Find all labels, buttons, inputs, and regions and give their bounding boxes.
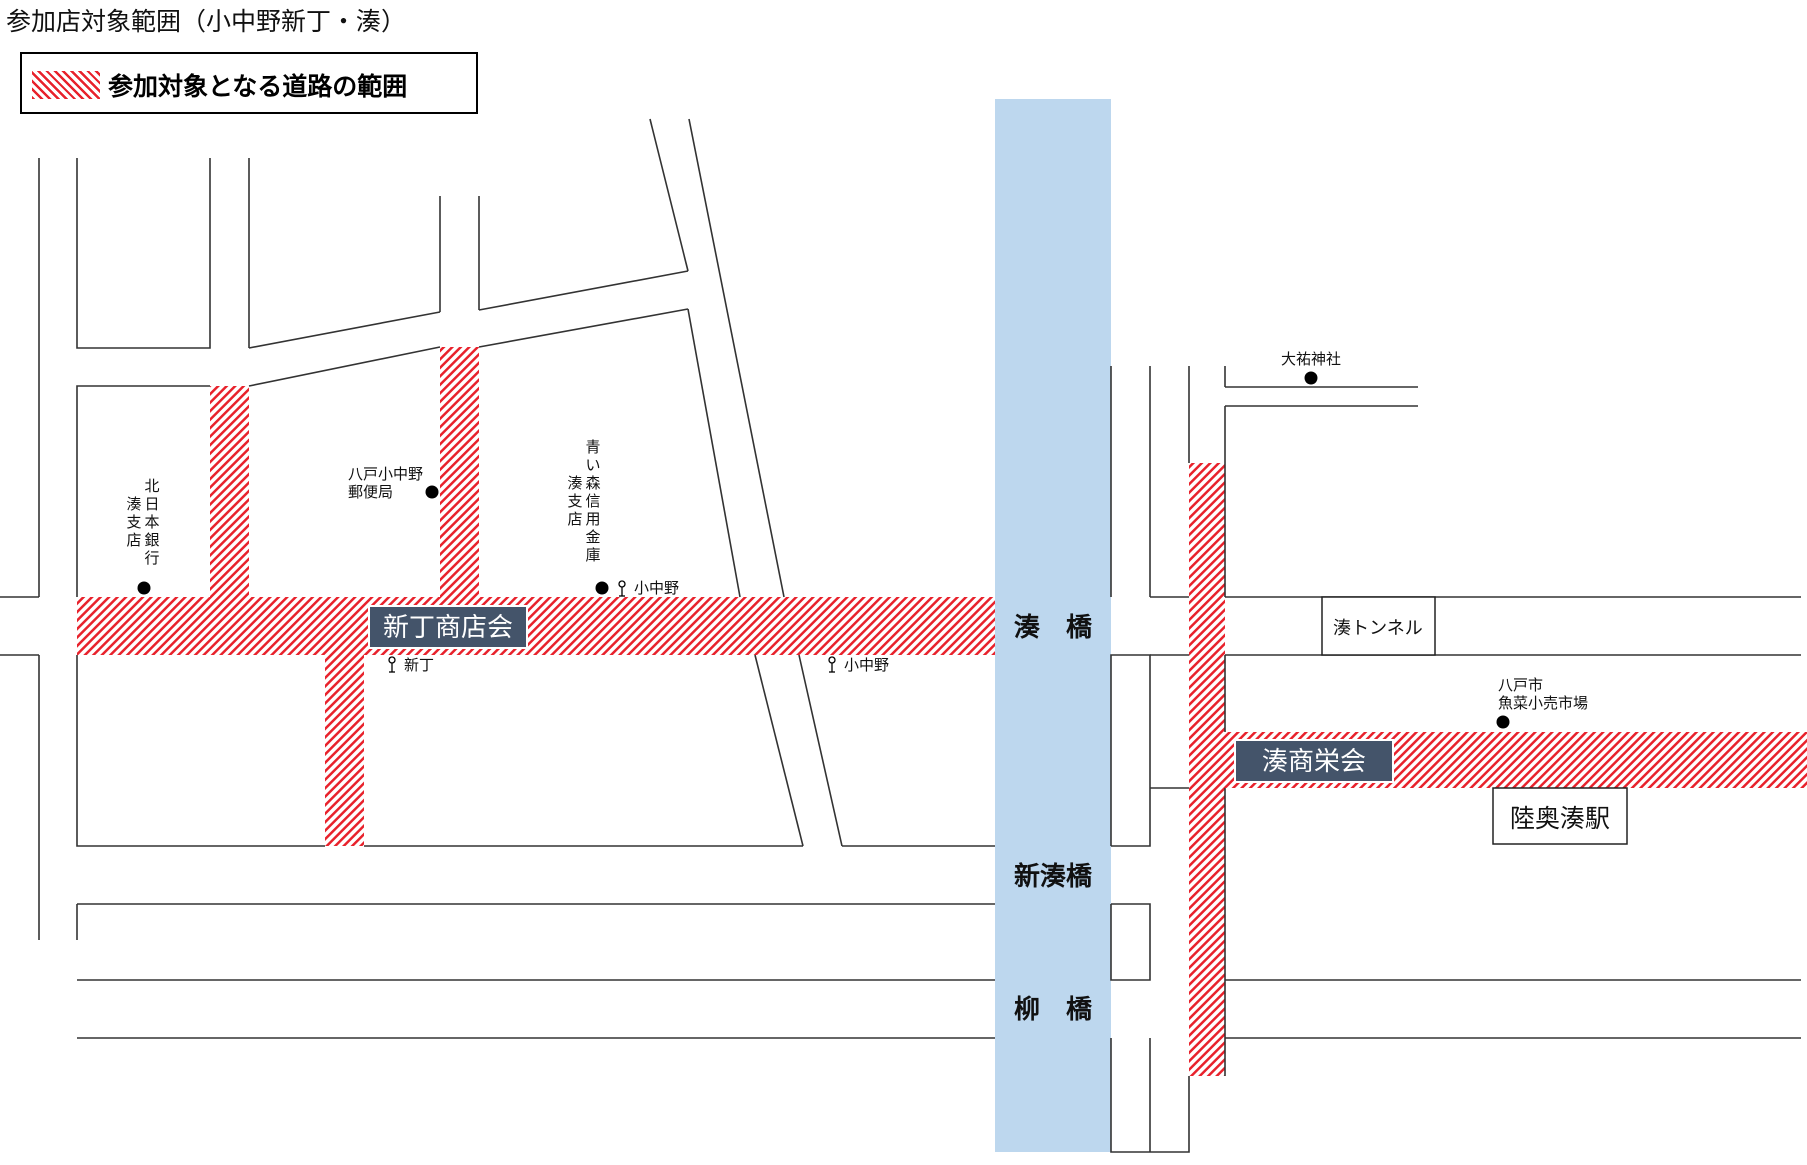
svg-text:湊商栄会: 湊商栄会: [1262, 747, 1366, 777]
target-road-ranges: [77, 347, 1807, 1076]
page-title: 参加店対象範囲（小中野新丁・湊）: [6, 7, 407, 36]
target-road-north-center: [440, 347, 479, 597]
post-office-label-1: 八戸小中野: [348, 465, 423, 483]
bridge-minato: 湊 橋: [1014, 613, 1093, 643]
river: [995, 99, 1111, 1152]
bridge-yanagi: 柳 橋: [1014, 995, 1093, 1025]
tunnel-box: 湊トンネル: [1321, 596, 1436, 656]
kita-nippon-bank-dot: [137, 581, 151, 595]
svg-text:陸奥湊駅: 陸奥湊駅: [1510, 804, 1610, 833]
svg-text:行: 行: [144, 549, 159, 567]
svg-text:小中野: 小中野: [634, 579, 679, 597]
svg-text:湊トンネル: 湊トンネル: [1333, 618, 1423, 639]
fish-market-label-1: 八戸市: [1498, 676, 1543, 694]
aomori-shinkin-dot: [595, 581, 609, 595]
svg-text:支: 支: [126, 513, 141, 531]
svg-text:店: 店: [126, 531, 141, 549]
svg-text:森: 森: [585, 474, 600, 492]
svg-text:庫: 庫: [585, 546, 600, 564]
minato-association-badge: 湊商栄会: [1234, 739, 1394, 783]
target-road-shinmachi-main: [77, 597, 995, 655]
bus-stop-icon: [388, 656, 396, 664]
bus-stop-icon: [828, 656, 836, 664]
svg-text:信: 信: [585, 492, 600, 510]
svg-text:湊: 湊: [126, 495, 141, 513]
svg-text:金: 金: [585, 528, 600, 546]
post-office-dot: [425, 485, 439, 499]
svg-text:本: 本: [144, 513, 159, 531]
bus-stop-konakano-1: 小中野: [618, 579, 679, 597]
legend-label: 参加対象となる道路の範囲: [108, 72, 408, 101]
taiyu-shrine-dot: [1304, 371, 1318, 385]
road-network: [0, 118, 1801, 1153]
bridge-shin-minato: 新湊橋: [1014, 861, 1093, 892]
bus-stop-konakano-2: 小中野: [828, 656, 889, 674]
legend-hatch-swatch: [32, 71, 100, 99]
svg-text:日: 日: [144, 495, 159, 513]
svg-text:店: 店: [567, 510, 582, 528]
svg-text:湊: 湊: [567, 474, 582, 492]
shinmachi-association-badge: 新丁商店会: [368, 605, 528, 649]
svg-text:銀: 銀: [144, 531, 159, 549]
svg-text:支: 支: [567, 492, 582, 510]
target-road-south: [325, 655, 364, 846]
post-office-label-2: 郵便局: [348, 483, 393, 501]
fish-market-dot: [1496, 715, 1510, 729]
svg-text:用: 用: [585, 510, 600, 528]
station-box: 陸奥湊駅: [1492, 787, 1628, 845]
target-road-north-west: [210, 386, 249, 597]
legend: 参加対象となる道路の範囲: [20, 52, 478, 114]
bus-stop-icon: [618, 580, 626, 588]
svg-text:北: 北: [144, 477, 159, 495]
taiyu-shrine-label: 大祐神社: [1281, 350, 1341, 368]
svg-text:い: い: [585, 456, 600, 474]
bus-stop-shinmachi: 新丁: [388, 656, 434, 674]
svg-text:新丁: 新丁: [404, 656, 434, 674]
svg-text:青: 青: [585, 438, 600, 456]
aomori-shinkin-label: 青 い 森 信 用 金 庫 湊 支 店: [567, 438, 600, 564]
svg-text:新丁商店会: 新丁商店会: [383, 613, 513, 643]
target-road-minato-vertical: [1189, 463, 1225, 1076]
kita-nippon-bank-label: 北 日 本 銀 行 湊 支 店: [126, 477, 159, 567]
svg-text:小中野: 小中野: [844, 656, 889, 674]
fish-market-label-2: 魚菜小売市場: [1498, 694, 1588, 712]
